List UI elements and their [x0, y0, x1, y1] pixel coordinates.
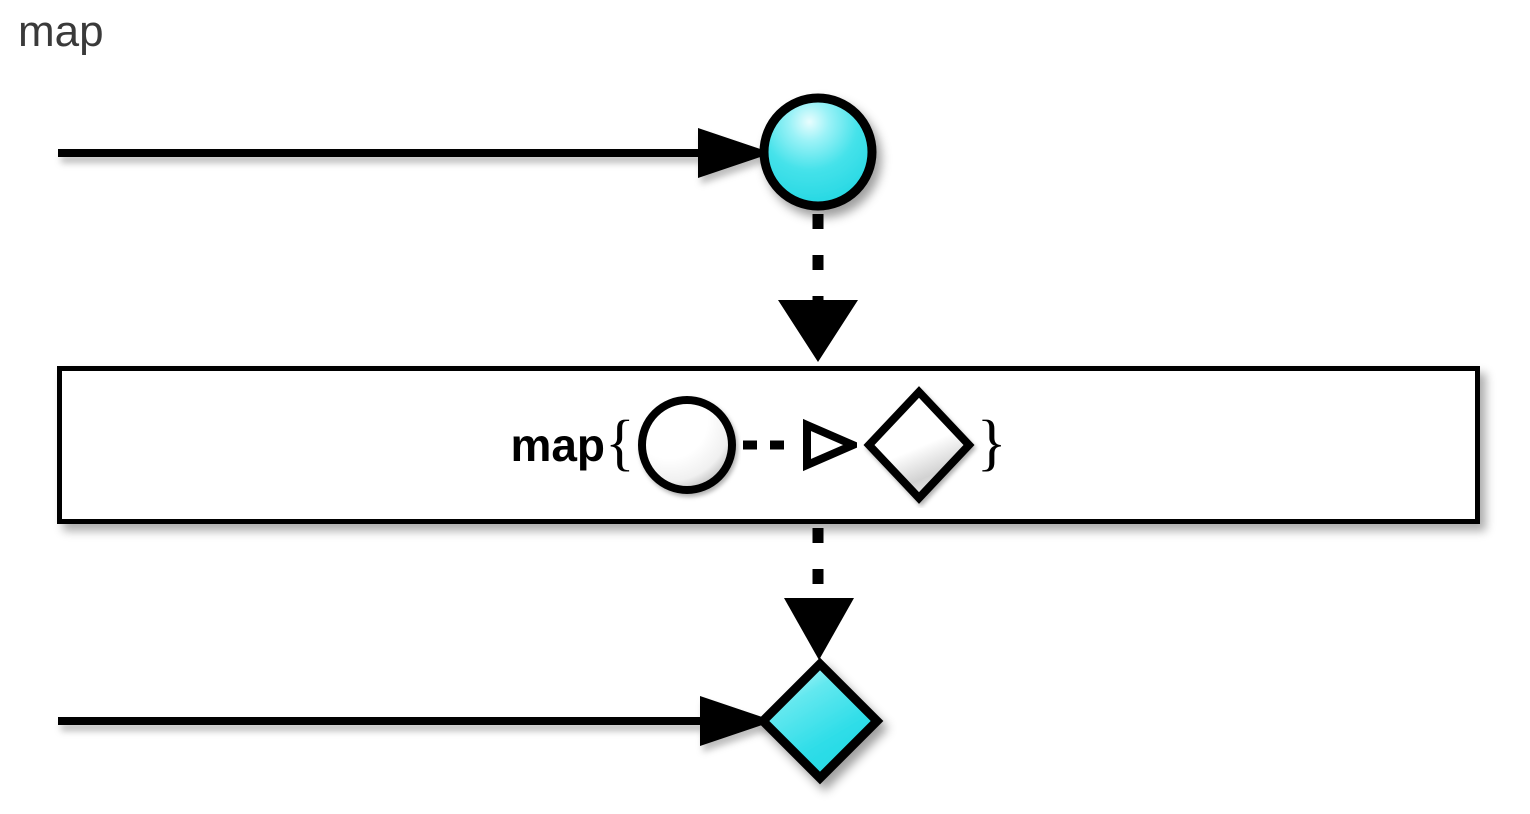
- input-to-box-arrowhead: [778, 300, 858, 362]
- expression-open-brace: {: [605, 409, 635, 477]
- output-incoming-arrowhead: [700, 696, 774, 746]
- expression-circle-icon: [637, 396, 736, 494]
- transform-expression: map { }: [510, 382, 1007, 508]
- expression-keyword: map: [510, 419, 606, 471]
- input-node-circle: [759, 93, 877, 211]
- expression-close-brace: }: [976, 409, 1007, 477]
- transform-box[interactable]: map { }: [57, 366, 1480, 524]
- box-to-output-edge[interactable]: [784, 528, 854, 660]
- input-incoming-edge[interactable]: [58, 128, 772, 178]
- expression-diamond-icon: [863, 386, 975, 504]
- input-to-box-edge[interactable]: [778, 214, 858, 362]
- page-title: map: [18, 7, 104, 56]
- expression-dependency-arrow-icon: [742, 418, 857, 472]
- output-incoming-edge[interactable]: [58, 696, 774, 746]
- input-incoming-arrowhead: [698, 128, 772, 178]
- output-node[interactable]: [756, 657, 884, 785]
- output-node-diamond: [756, 657, 884, 785]
- box-to-output-arrowhead: [784, 598, 854, 660]
- input-node[interactable]: [759, 93, 877, 211]
